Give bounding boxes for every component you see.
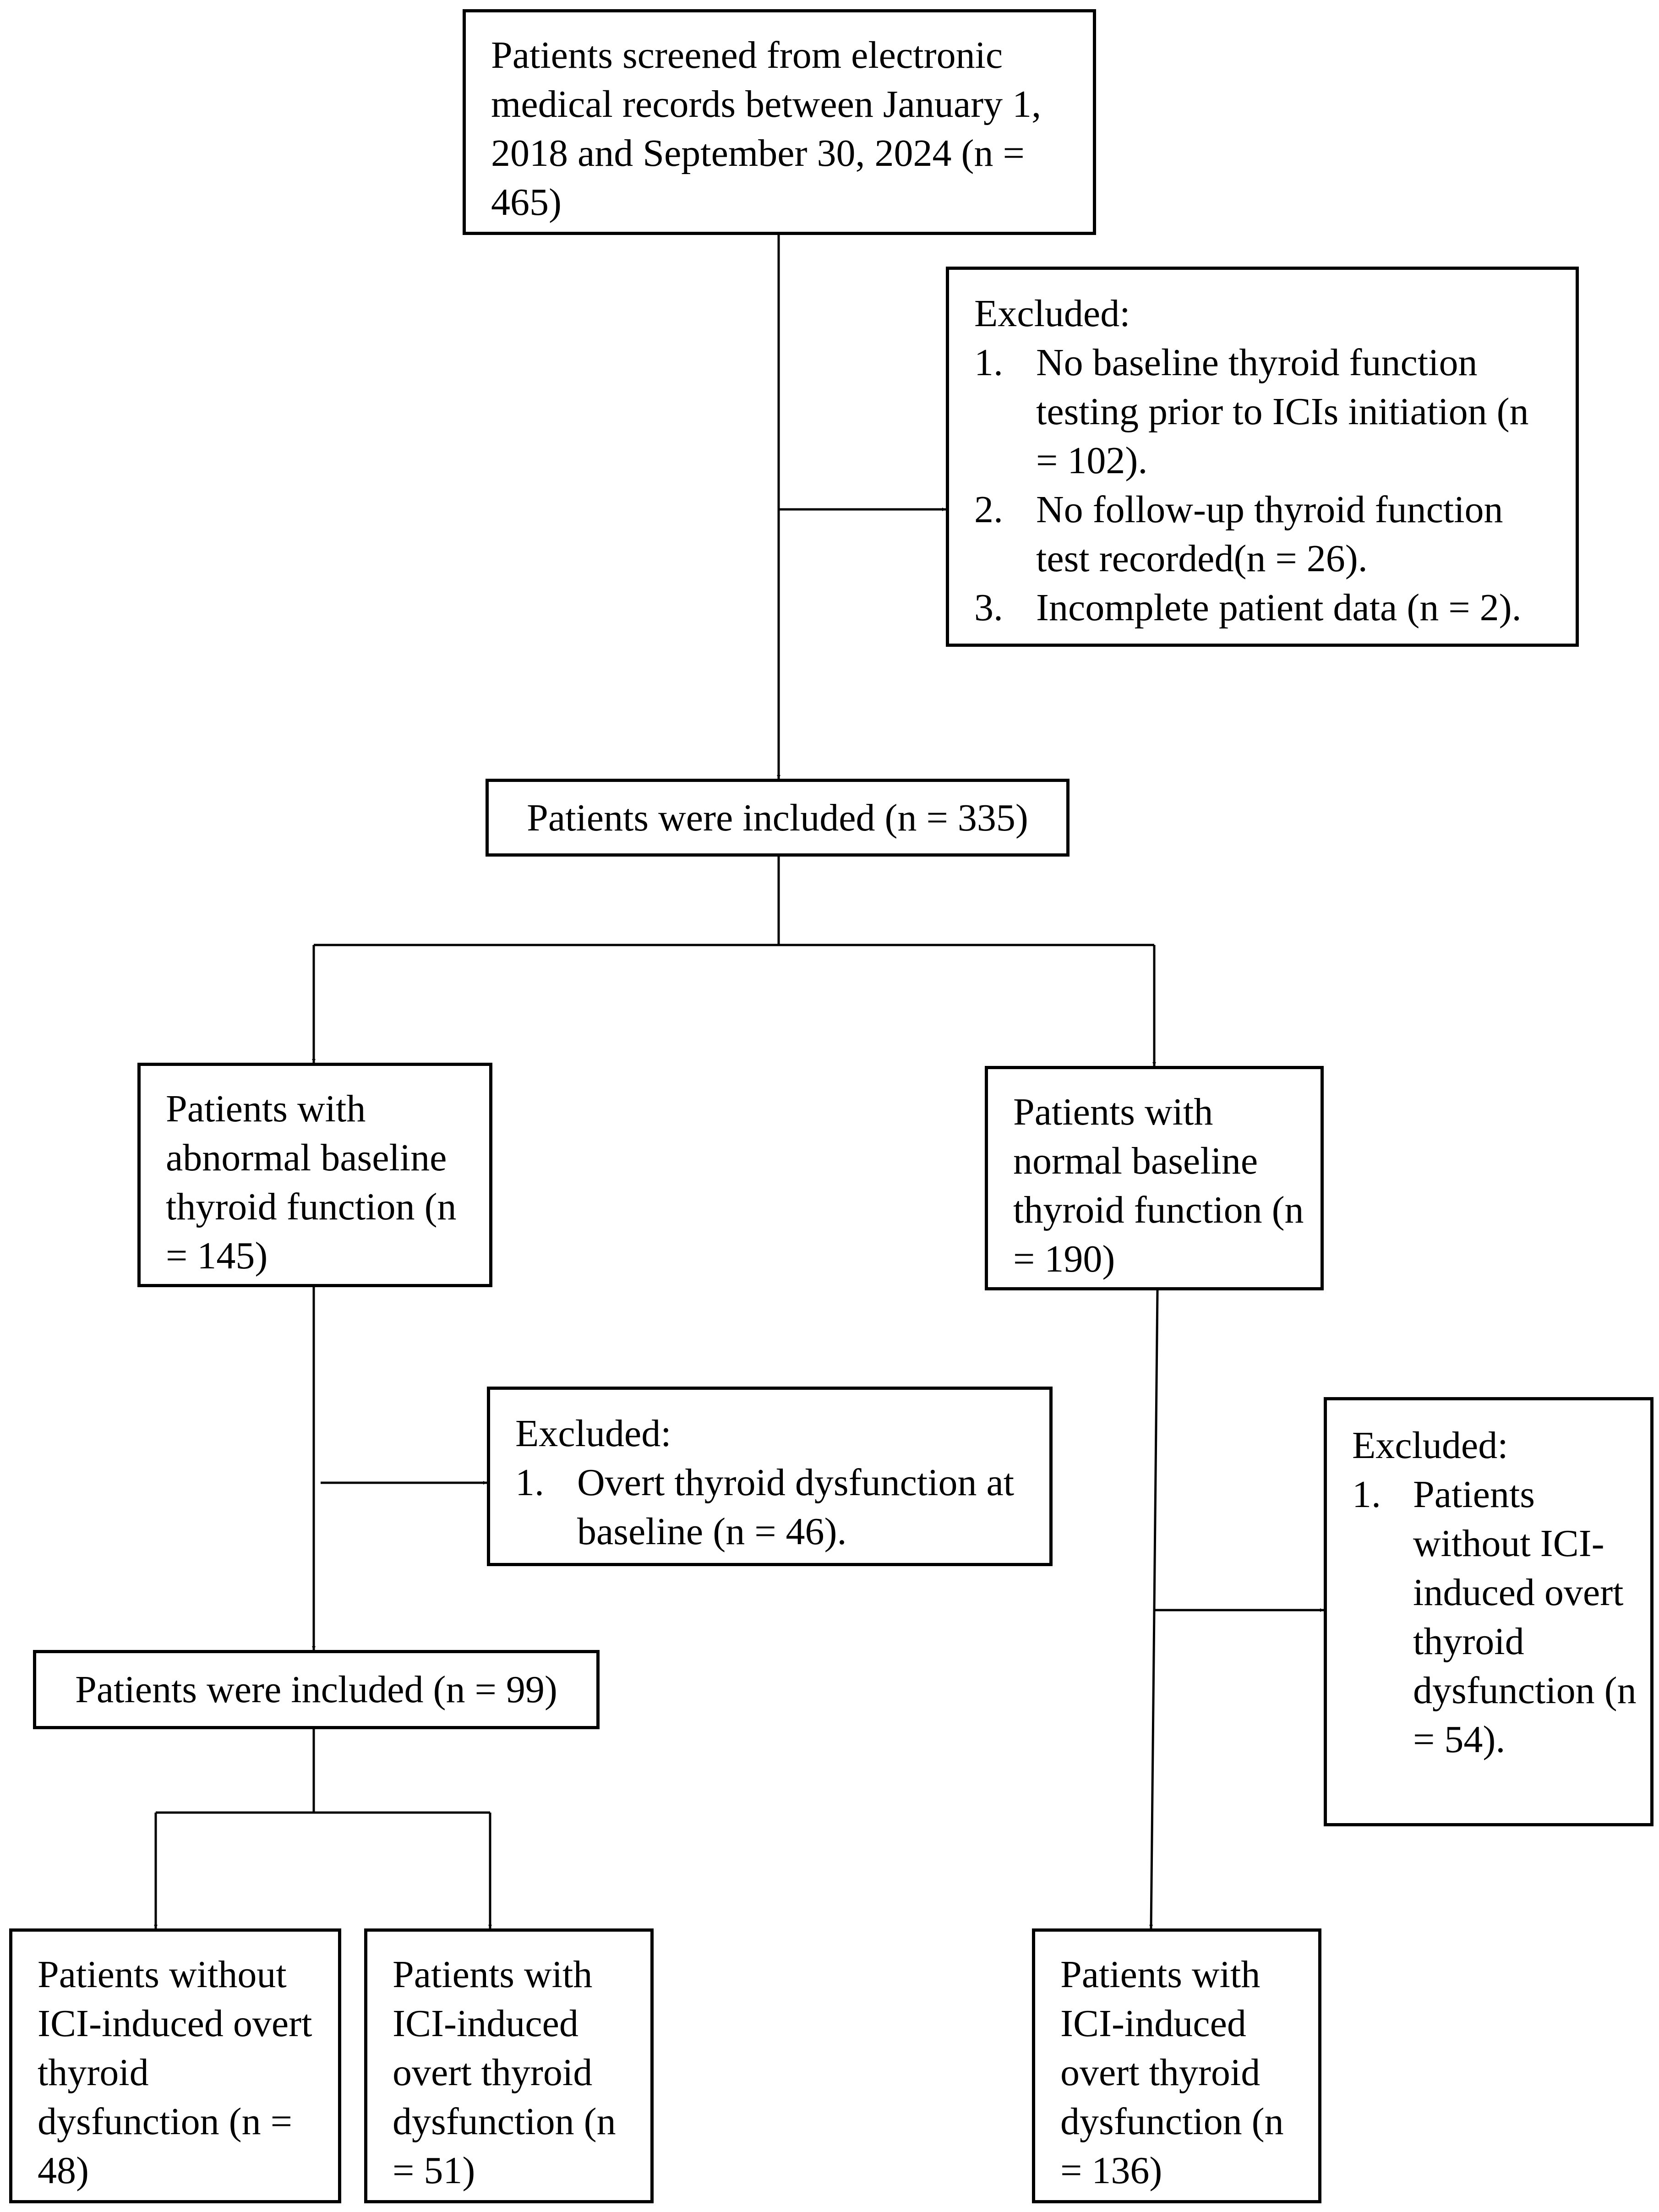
with-ici-51-text: Patients with ICI-induced overt thyroid … (393, 1953, 616, 2192)
normal-baseline-box: Patients with normal baseline thyroid fu… (985, 1066, 1324, 1290)
list-text: Incomplete patient data (n = 2). (1036, 586, 1522, 629)
list-item: 1. Overt thyroid dysfunction at baseline… (515, 1458, 1036, 1556)
list-number: 3. (974, 586, 1003, 629)
excluded-list: 1. Patients without ICI-induced overt th… (1352, 1470, 1639, 1764)
without-ici-box: Patients without ICI-induced overt thyro… (9, 1928, 341, 2203)
excluded-list: 1. Overt thyroid dysfunction at baseline… (515, 1458, 1036, 1556)
screened-box: Patients screened from electronic medica… (463, 9, 1096, 235)
list-text: Patients without ICI-induced overt thyro… (1413, 1473, 1637, 1761)
excluded-heading: Excluded: (974, 292, 1130, 335)
excluded-list: 1. No baseline thyroid function testing … (974, 338, 1557, 632)
included-99-box: Patients were included (n = 99) (33, 1650, 600, 1729)
included-335-box: Patients were included (n = 335) (486, 779, 1070, 857)
list-item: 1. No baseline thyroid function testing … (974, 338, 1557, 485)
abnormal-baseline-box: Patients with abnormal baseline thyroid … (137, 1063, 492, 1287)
included-335-text: Patients were included (n = 335) (527, 796, 1028, 839)
excluded-box-3: Excluded: 1. Patients without ICI-induce… (1324, 1397, 1654, 1826)
with-ici-136-box: Patients with ICI-induced overt thyroid … (1032, 1928, 1321, 2203)
screened-text: Patients screened from electronic medica… (491, 34, 1042, 224)
list-text: Overt thyroid dysfunction at baseline (n… (577, 1461, 1015, 1553)
list-number: 1. (974, 341, 1003, 384)
list-number: 2. (974, 488, 1003, 531)
list-item: 1. Patients without ICI-induced overt th… (1352, 1470, 1639, 1764)
excluded-box-1: Excluded: 1. No baseline thyroid functio… (946, 267, 1579, 647)
without-ici-text: Patients without ICI-induced overt thyro… (38, 1953, 312, 2192)
list-item: 2. No follow-up thyroid function test re… (974, 485, 1557, 583)
list-number: 1. (515, 1461, 544, 1504)
excluded-heading: Excluded: (1352, 1424, 1508, 1467)
with-ici-136-text: Patients with ICI-induced overt thyroid … (1060, 1953, 1284, 2192)
abnormal-baseline-text: Patients with abnormal baseline thyroid … (166, 1087, 457, 1277)
list-number: 1. (1352, 1473, 1381, 1516)
excluded-box-2: Excluded: 1. Overt thyroid dysfunction a… (487, 1387, 1053, 1566)
included-99-text: Patients were included (n = 99) (75, 1668, 557, 1711)
list-item: 3. Incomplete patient data (n = 2). (974, 583, 1557, 632)
list-text: No baseline thyroid function testing pri… (1036, 341, 1529, 482)
list-text: No follow-up thyroid function test recor… (1036, 488, 1503, 580)
normal-baseline-text: Patients with normal baseline thyroid fu… (1013, 1091, 1304, 1280)
with-ici-51-box: Patients with ICI-induced overt thyroid … (364, 1928, 654, 2203)
excluded-heading: Excluded: (515, 1412, 671, 1455)
